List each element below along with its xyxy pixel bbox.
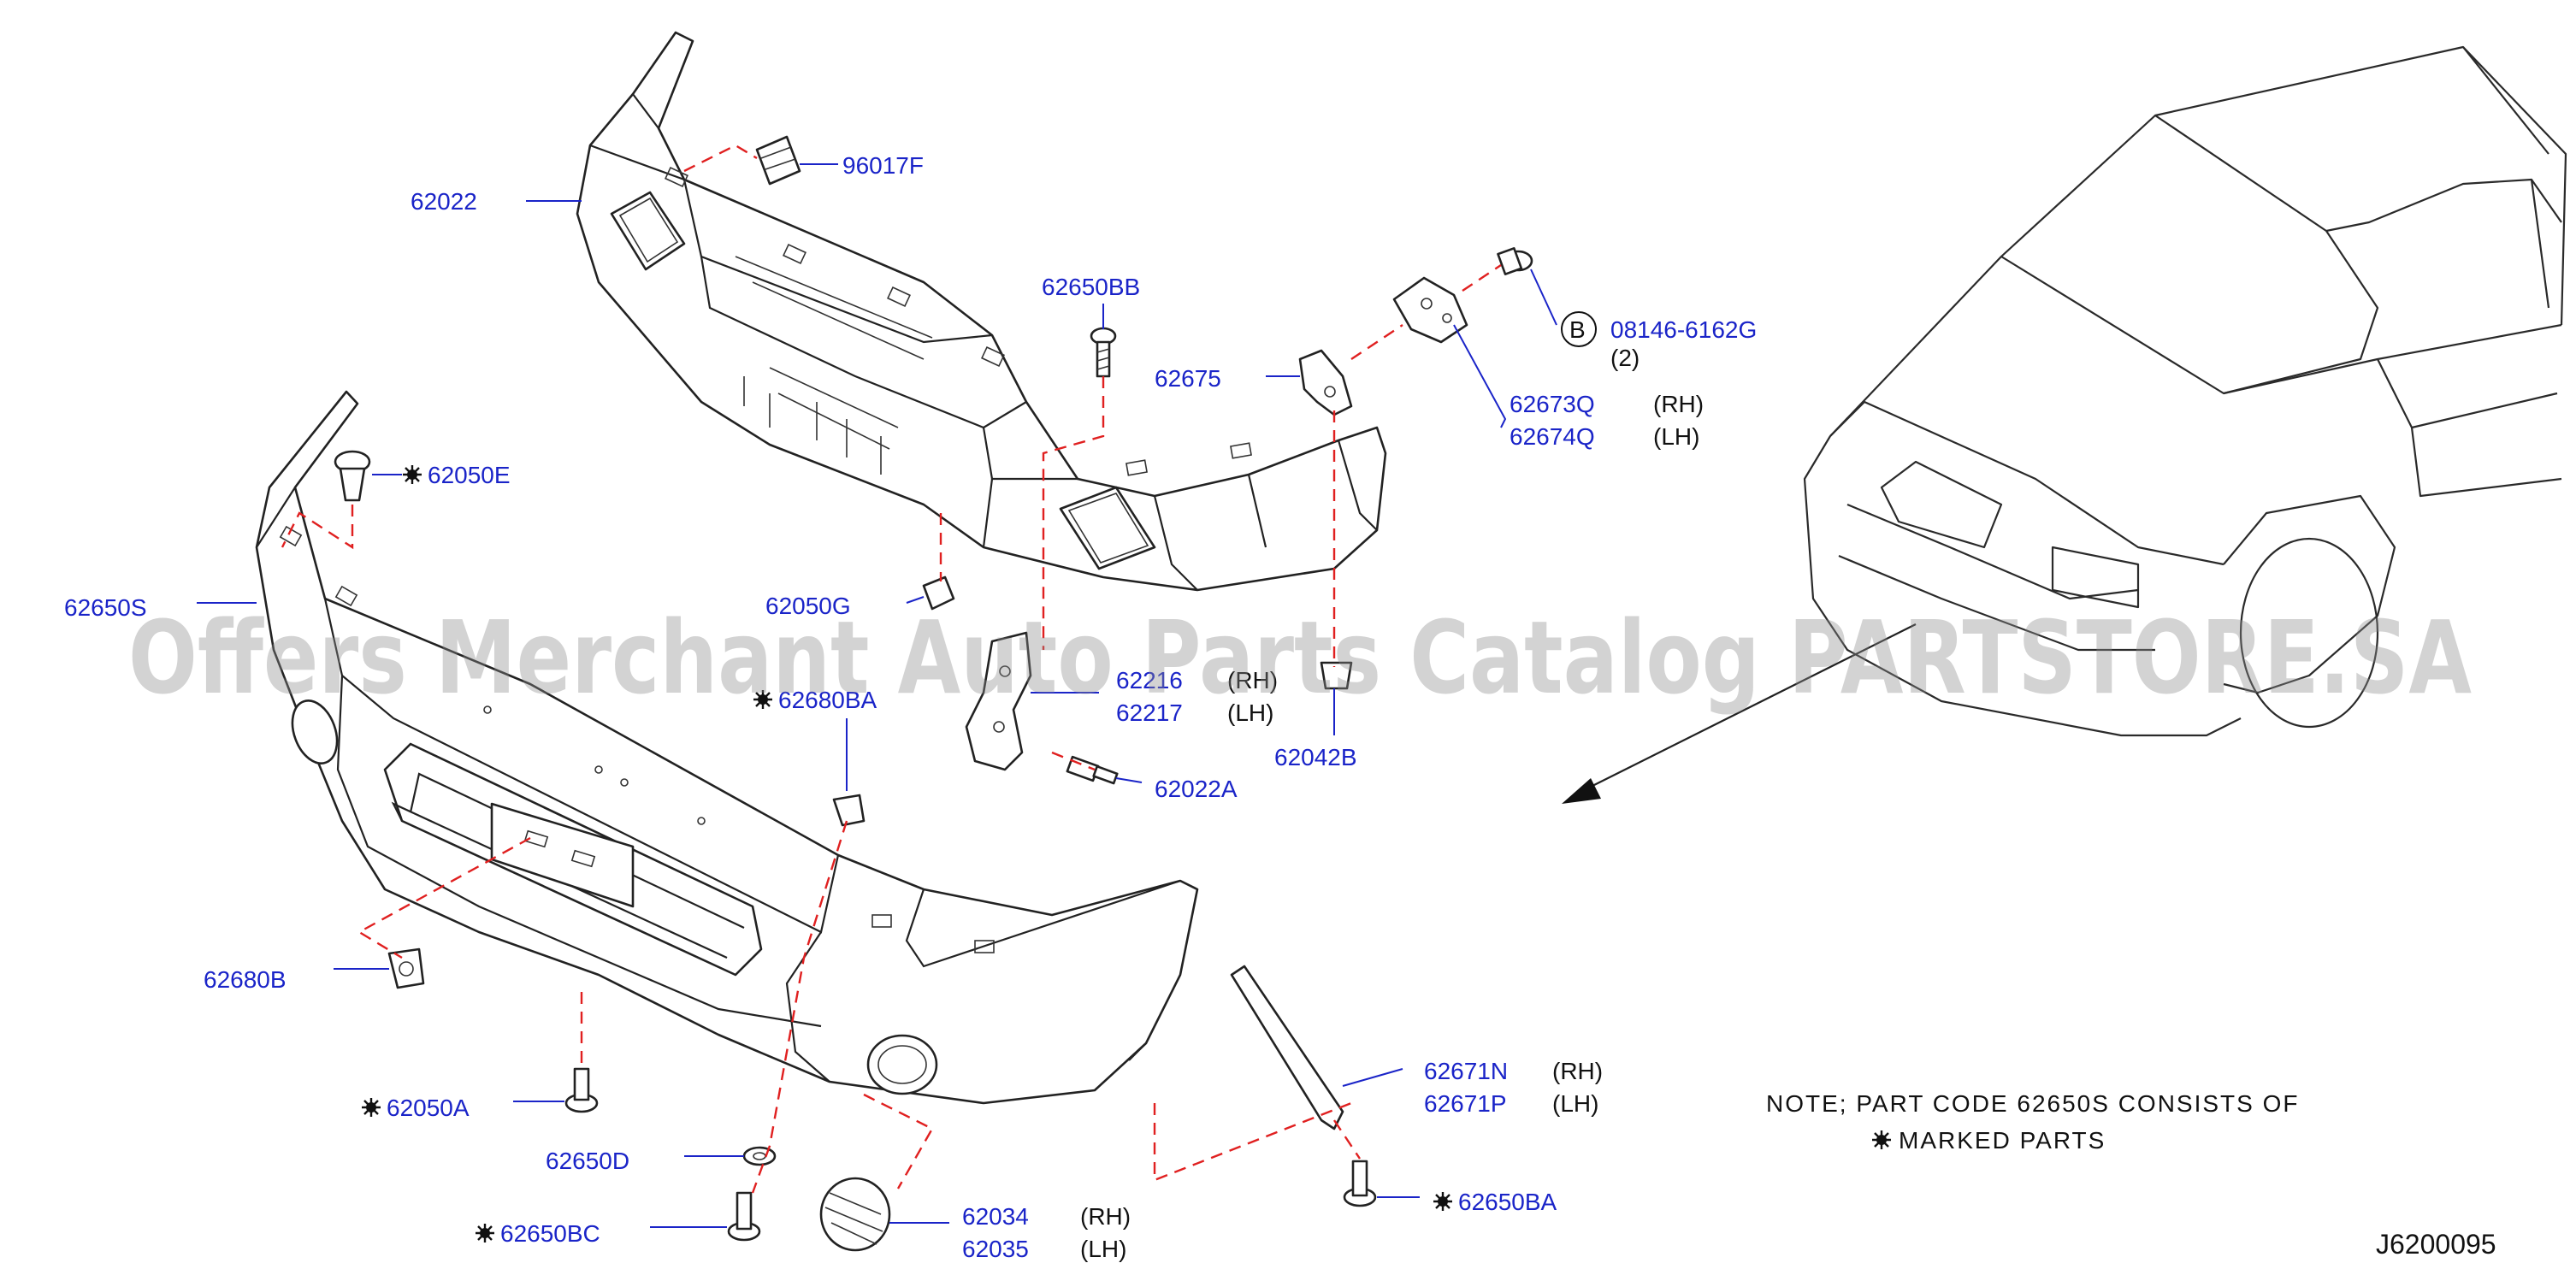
label-rh-62034: (RH) — [1080, 1203, 1131, 1230]
label-rh-62673Q: (RH) — [1653, 391, 1704, 417]
label-qty: (2) — [1610, 345, 1640, 371]
label-62050E[interactable]: 62050E — [428, 462, 511, 488]
label-62050A[interactable]: 62050A — [387, 1095, 470, 1121]
bumper-fascia-drawing — [255, 390, 1199, 1105]
label-62217[interactable]: 62217 — [1116, 699, 1183, 726]
label-lh-62674Q: (LH) — [1653, 423, 1699, 450]
callout-letter: B — [1569, 316, 1586, 343]
label-62035[interactable]: 62035 — [962, 1236, 1029, 1262]
star-icon — [403, 465, 422, 484]
vehicle-illustration — [1562, 45, 2567, 804]
label-08146-6162G[interactable]: 08146-6162G — [1610, 316, 1757, 343]
marked-part-symbols — [362, 465, 1891, 1242]
label-62650BB[interactable]: 62650BB — [1042, 274, 1140, 300]
label-96017F[interactable]: 96017F — [842, 152, 924, 179]
label-lh-62035: (LH) — [1080, 1236, 1126, 1262]
label-62034[interactable]: 62034 — [962, 1203, 1029, 1230]
label-62650S[interactable]: 62650S — [64, 594, 147, 621]
bumper-reinforcement-drawing — [576, 31, 1387, 592]
label-62671P[interactable]: 62671P — [1424, 1090, 1507, 1117]
label-62042B[interactable]: 62042B — [1274, 744, 1357, 770]
watermark-text: Offers Merchant Auto Parts Catalog PARTS… — [128, 599, 2472, 717]
part-labels: 96017F 62022 62650BB 62675 B 08146-6162G… — [64, 152, 1757, 1262]
label-62050G[interactable]: 62050G — [765, 593, 851, 619]
label-62022A[interactable]: 62022A — [1155, 776, 1238, 802]
label-62680B[interactable]: 62680B — [204, 966, 287, 993]
star-icon — [362, 1098, 381, 1117]
star-icon — [1433, 1192, 1452, 1211]
star-icon — [476, 1224, 494, 1242]
star-icon — [753, 690, 772, 709]
leader-lines — [197, 163, 1557, 1228]
label-62650D[interactable]: 62650D — [546, 1148, 629, 1174]
label-62216[interactable]: 62216 — [1116, 667, 1183, 694]
note-line-2: MARKED PARTS — [1899, 1127, 2106, 1154]
label-62675[interactable]: 62675 — [1155, 365, 1221, 392]
label-62680BA[interactable]: 62680BA — [778, 687, 877, 713]
label-lh-62671P: (LH) — [1552, 1090, 1598, 1117]
label-lh-62217: (LH) — [1227, 699, 1273, 726]
label-62650BA[interactable]: 62650BA — [1458, 1189, 1557, 1215]
label-62674Q[interactable]: 62674Q — [1510, 423, 1595, 450]
diagram-code: J6200095 — [2376, 1229, 2496, 1260]
label-rh-62671N: (RH) — [1552, 1058, 1603, 1084]
small-parts-drawing — [334, 135, 1533, 1252]
label-62650BC[interactable]: 62650BC — [500, 1220, 600, 1247]
label-62673Q[interactable]: 62673Q — [1510, 391, 1595, 417]
assembly-dash-lines — [281, 144, 1502, 1194]
star-icon — [1872, 1130, 1891, 1149]
note-line-1: NOTE; PART CODE 62650S CONSISTS OF — [1766, 1090, 2300, 1117]
callout-circle — [1561, 311, 1597, 347]
label-62671N[interactable]: 62671N — [1424, 1058, 1508, 1084]
label-62022[interactable]: 62022 — [411, 188, 477, 215]
label-rh-62216: (RH) — [1227, 667, 1278, 694]
